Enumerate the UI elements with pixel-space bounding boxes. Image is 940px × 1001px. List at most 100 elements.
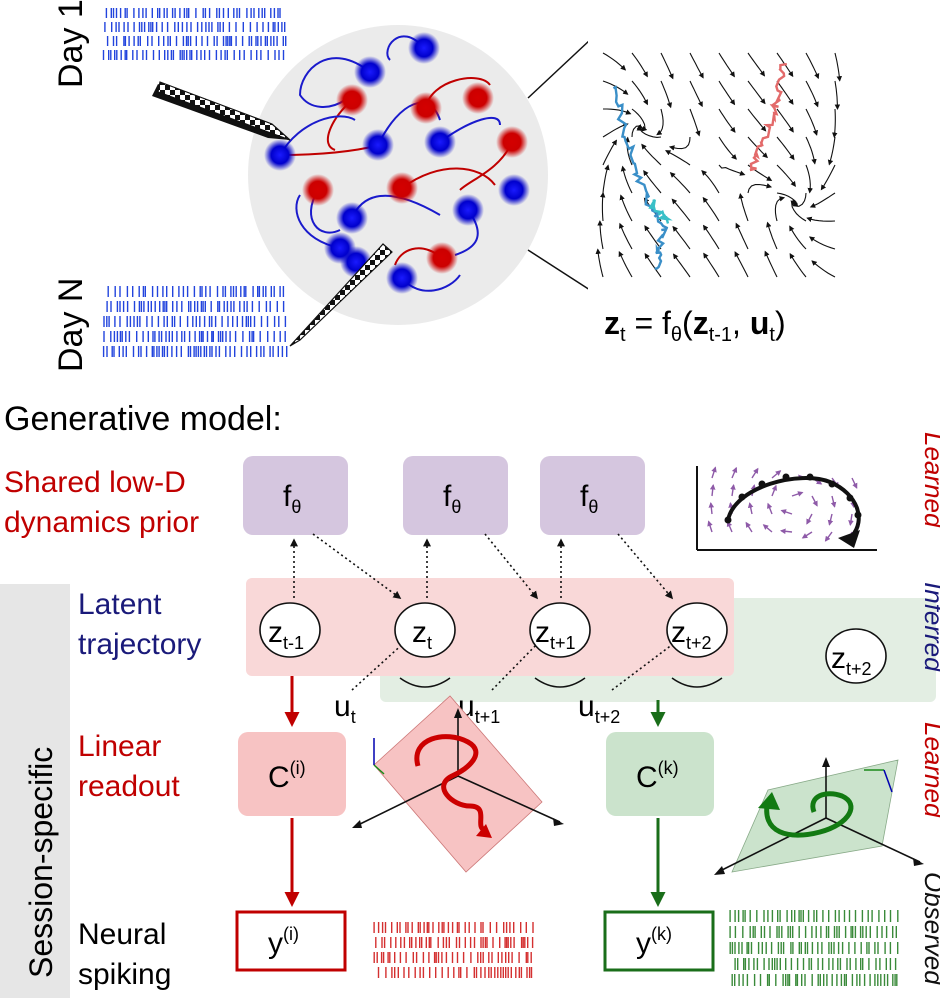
day-n-label: Day N (52, 278, 90, 372)
flow-streamline (811, 260, 836, 278)
svg-text:Observed: Observed (919, 872, 940, 986)
flow-streamline (672, 225, 691, 250)
excitatory-neuron (264, 139, 296, 171)
dynamics-box-2: fθ (403, 456, 508, 535)
flow-streamline (660, 52, 674, 80)
spike-raster-day1 (102, 8, 287, 60)
dependency-arrows (290, 533, 679, 691)
flow-streamline (669, 172, 691, 194)
flow-streamline (644, 252, 662, 278)
flow-streamline (764, 250, 778, 278)
dynamics-equation: zt = fθ(zt-1, ut) (604, 305, 786, 346)
vector-arrow (806, 513, 813, 525)
excitatory-neuron (362, 129, 394, 161)
zoom-line-bottom (527, 249, 591, 291)
trajectory-path-red (749, 62, 787, 172)
vector-arrow (767, 502, 773, 515)
flow-streamline (665, 150, 691, 166)
flow-streamline (644, 225, 662, 250)
readout-box-i: C(i) (238, 732, 346, 816)
flow-streamline (809, 236, 836, 250)
vector-arrow (824, 531, 833, 542)
svg-text:fθ: fθ (580, 480, 598, 517)
flow-streamline (643, 169, 662, 194)
latent-node-z-t+2: zt+2 (666, 602, 728, 658)
side-label-observed: Observed (919, 872, 940, 986)
readout-label-line2: readout (78, 770, 180, 803)
flow-streamline (805, 108, 818, 136)
flow-streamline (668, 136, 691, 151)
flow-streamline (776, 108, 794, 133)
flow-streamline (774, 196, 786, 222)
electrode-probe-bottom (289, 243, 393, 347)
flow-streamline (776, 80, 794, 105)
svg-text:y(k): y(k) (636, 924, 672, 960)
day-1-label: Day 1 (52, 0, 90, 88)
svg-text:fθ: fθ (443, 480, 461, 517)
flow-streamline (620, 165, 633, 194)
flow-streamline (689, 52, 704, 79)
inhibitory-neuron (496, 126, 528, 158)
prior-label-line2: dynamics prior (4, 506, 199, 539)
flow-streamline (671, 198, 691, 222)
svg-text:Learned: Learned (919, 722, 940, 819)
flow-streamline (631, 52, 648, 78)
vector-arrow (730, 483, 736, 497)
flow-streamline (631, 80, 648, 106)
dynamics-box-1: fθ (243, 456, 348, 535)
flow-streamline (619, 222, 633, 250)
flow-streamline (766, 221, 778, 250)
flow-streamline (702, 224, 720, 250)
spiking-label-line1: Neural (78, 918, 166, 951)
excitatory-neuron (452, 194, 484, 226)
flow-streamline (776, 164, 796, 187)
vector-arrow (711, 466, 717, 479)
flow-streamline (619, 194, 633, 222)
vector-arrow (745, 521, 753, 533)
svg-text:fθ: fθ (283, 480, 301, 517)
flow-streamline (618, 251, 633, 278)
vector-arrow (726, 520, 733, 533)
flow-streamline (789, 225, 807, 250)
spiking-label-line2: spiking (78, 958, 171, 991)
excitatory-neuron (498, 174, 530, 206)
flow-streamline (689, 108, 701, 137)
flow-streamline (660, 80, 672, 109)
svg-text:zt-1: zt-1 (268, 616, 304, 653)
excitatory-neuron (424, 126, 456, 158)
flow-streamline (702, 196, 720, 222)
vector-arrow (848, 513, 854, 527)
vector-arrow (851, 477, 858, 489)
vector-arrow (751, 467, 759, 479)
inhibitory-neuron (462, 82, 494, 114)
flow-streamline (599, 191, 606, 222)
vector-arrow (707, 520, 713, 533)
flow-streamline (820, 164, 836, 191)
flow-streamline (738, 193, 749, 222)
readout-projection-inset-k (714, 757, 924, 875)
excitatory-neuron (386, 262, 418, 294)
flow-streamline (602, 122, 629, 138)
svg-text:Day N: Day N (52, 278, 90, 372)
flow-streamline (602, 164, 610, 194)
inhibitory-neuron (410, 92, 442, 124)
vector-arrow (709, 483, 716, 497)
spike-raster-session-k (729, 910, 899, 986)
vector-arrow (811, 495, 818, 507)
svg-text:C(i): C(i) (268, 758, 306, 794)
flow-field-lines (595, 52, 842, 278)
inhibitory-neuron (336, 84, 368, 116)
latent-label-line2: trajectory (78, 628, 201, 661)
flow-streamline (595, 248, 604, 278)
trajectory-red (749, 62, 787, 172)
trajectory-blue (612, 85, 673, 270)
vector-arrow (830, 495, 837, 508)
trajectory-path-blue (612, 85, 669, 270)
flow-streamline (809, 192, 836, 208)
flow-streamline (735, 222, 749, 250)
flow-streamline (718, 164, 746, 176)
observation-box-i: y(i) (235, 910, 347, 972)
flow-streamline (805, 52, 820, 80)
vector-arrow (801, 531, 813, 539)
inhibitory-neuron (386, 172, 418, 204)
